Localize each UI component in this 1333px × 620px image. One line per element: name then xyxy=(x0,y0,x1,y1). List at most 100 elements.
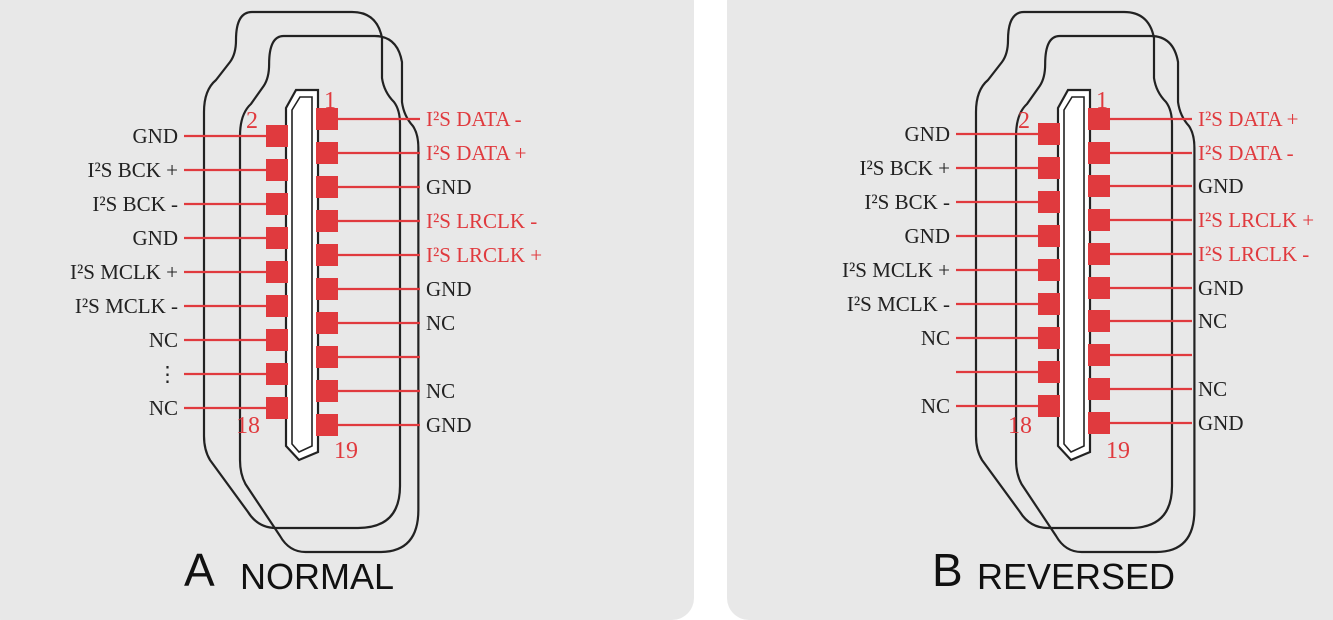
left-pin-label: I²S BCK - xyxy=(864,190,950,214)
pin-number-top-left: 2 xyxy=(1018,108,1030,134)
pin-pad xyxy=(1088,243,1110,265)
hdmi-pinout-reversed: GND I²S BCK + I²S BCK - GND I²S MCLK + I²S MC… xyxy=(842,10,1314,597)
pin-pad xyxy=(266,125,288,147)
right-pin-label: GND xyxy=(426,277,472,301)
connector-tongue-inner xyxy=(291,96,313,453)
pin-pad xyxy=(316,142,338,164)
panel-title: NORMAL xyxy=(240,556,394,597)
pin-pad xyxy=(1088,209,1110,231)
hdmi-connector-outline xyxy=(202,10,420,554)
right-pin-label: I²S DATA + xyxy=(1198,107,1298,131)
pin-pad xyxy=(1088,277,1110,299)
pin-number-bottom-left: 18 xyxy=(1008,413,1032,439)
right-pin-label: NC xyxy=(426,379,455,403)
right-pin-label: I²S DATA - xyxy=(1198,141,1294,165)
panel-letter: B xyxy=(932,544,963,596)
right-pin-label: I²S DATA + xyxy=(426,141,526,165)
pin-pad xyxy=(1038,395,1060,417)
connector-tongue xyxy=(1056,88,1092,462)
pin-pad xyxy=(266,193,288,215)
pin-pad xyxy=(316,380,338,402)
pin-pad xyxy=(316,312,338,334)
right-pin-label: NC xyxy=(426,311,455,335)
connector-shell-inner xyxy=(1014,34,1196,554)
pin-pad xyxy=(1038,293,1060,315)
right-pin-label: GND xyxy=(1198,276,1244,300)
right-pin-label: NC xyxy=(1198,377,1227,401)
connector-shell-outer xyxy=(974,10,1174,530)
pin-number-bottom-right: 19 xyxy=(1106,438,1130,464)
pin-pad xyxy=(1088,108,1110,130)
left-pin-label: I²S MCLK + xyxy=(842,258,950,282)
pin-number-bottom-right: 19 xyxy=(334,438,358,464)
connector-tongue xyxy=(284,88,320,462)
right-pin-label: I²S LRCLK - xyxy=(1198,242,1309,266)
left-pin-label: ⋮ xyxy=(157,362,178,386)
pin-label-group: GND I²S BCK + I²S BCK - GND I²S MCLK + I²S MC… xyxy=(842,88,1314,464)
pin-pad xyxy=(1038,157,1060,179)
panel-title: REVERSED xyxy=(977,556,1175,597)
pin-pad xyxy=(1088,412,1110,434)
pin-pad xyxy=(1088,175,1110,197)
pin-number-top-left: 2 xyxy=(246,108,258,134)
connector-tongue-inner xyxy=(1063,96,1085,453)
pin-pad xyxy=(316,278,338,300)
pin-pad xyxy=(266,329,288,351)
left-pin-label: I²S BCK + xyxy=(860,156,951,180)
left-pin-label: I²S MCLK + xyxy=(70,260,178,284)
pin-pad xyxy=(266,227,288,249)
pin-pad xyxy=(266,363,288,385)
pin-pad xyxy=(1038,225,1060,247)
right-pin-label: I²S LRCLK - xyxy=(426,209,537,233)
right-pin-label: I²S DATA - xyxy=(426,107,522,131)
pin-pad xyxy=(316,244,338,266)
pin-pad xyxy=(1038,361,1060,383)
pin-pad xyxy=(266,159,288,181)
pin-group xyxy=(184,108,420,436)
pin-pad xyxy=(1038,191,1060,213)
left-pin-label: GND xyxy=(133,124,179,148)
pin-pad xyxy=(1038,123,1060,145)
left-pin-label: NC xyxy=(921,394,950,418)
panel-reversed-background xyxy=(727,0,1333,620)
connector-shell-inner xyxy=(238,34,420,554)
left-pin-label: NC xyxy=(149,328,178,352)
panel-normal-background xyxy=(0,0,694,620)
left-pin-label: I²S MCLK - xyxy=(847,292,950,316)
pin-pad xyxy=(1038,327,1060,349)
right-pin-label: GND xyxy=(1198,411,1244,435)
connector-shell-outer xyxy=(202,10,402,530)
left-pin-label: NC xyxy=(921,326,950,350)
pin-number-top-right: 1 xyxy=(324,88,336,114)
pin-pad xyxy=(316,414,338,436)
right-pin-label: I²S LRCLK + xyxy=(1198,208,1314,232)
left-pin-label: I²S MCLK - xyxy=(75,294,178,318)
pin-pad xyxy=(316,346,338,368)
pin-pad xyxy=(1088,378,1110,400)
pin-pad xyxy=(266,295,288,317)
pin-group xyxy=(956,108,1192,434)
pin-pad xyxy=(316,108,338,130)
pin-number-bottom-left: 18 xyxy=(236,413,260,439)
pin-pad xyxy=(266,261,288,283)
right-pin-label: GND xyxy=(1198,174,1244,198)
pin-pad xyxy=(1038,259,1060,281)
left-pin-label: GND xyxy=(905,224,951,248)
pin-number-top-right: 1 xyxy=(1096,88,1108,114)
right-pin-label: I²S LRCLK + xyxy=(426,243,542,267)
panel-letter: A xyxy=(184,544,215,596)
right-pin-label: GND xyxy=(426,175,472,199)
pin-pad xyxy=(1088,344,1110,366)
pin-pad xyxy=(266,397,288,419)
left-pin-label: GND xyxy=(905,122,951,146)
pin-pad xyxy=(316,176,338,198)
left-pin-label: I²S BCK + xyxy=(88,158,179,182)
left-pin-label: NC xyxy=(149,396,178,420)
left-pin-label: GND xyxy=(133,226,179,250)
pin-pad xyxy=(1088,310,1110,332)
pin-pad xyxy=(316,210,338,232)
right-pin-label: GND xyxy=(426,413,472,437)
